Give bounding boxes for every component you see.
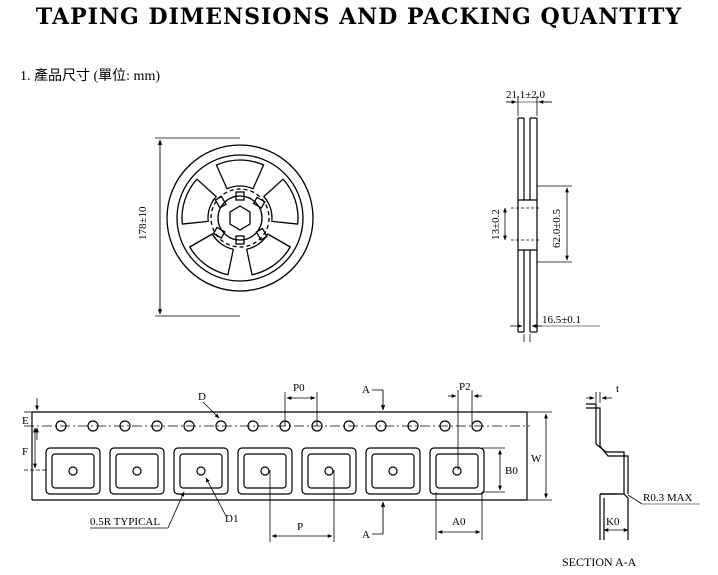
- pocket-outer: [173, 447, 229, 495]
- side-hub-label: 13±0.2: [490, 209, 502, 240]
- pocket-hole: [68, 466, 78, 476]
- pocket-outer: [301, 447, 357, 495]
- pocket-inner: [179, 453, 223, 489]
- reel-window: [263, 178, 299, 225]
- tape-label-d1: D1: [225, 513, 238, 525]
- pocket-hole: [324, 466, 334, 476]
- section-a-a: [586, 392, 700, 540]
- tape-label-a0: A0: [452, 516, 466, 528]
- side-width-label: 21.1±2.0: [506, 89, 546, 101]
- pocket-inner: [115, 453, 159, 489]
- sprocket-hole: [375, 420, 387, 432]
- pocket-outer: [237, 447, 293, 495]
- side-inner-label: 62.0±0.5: [551, 208, 563, 248]
- reel-height-label: 178±10: [137, 206, 149, 240]
- pocket-outer: [429, 447, 485, 495]
- tape-label-w: W: [531, 453, 542, 465]
- section-caption: SECTION A-A: [562, 555, 637, 569]
- reel-window: [246, 233, 291, 276]
- component-pockets: [45, 447, 485, 495]
- tape-label-e: E: [22, 415, 29, 427]
- side-slot-label: 16.5±0.1: [542, 314, 581, 326]
- pocket-hole: [388, 466, 398, 476]
- section-label-t: t: [616, 383, 619, 395]
- reel-side-view: [503, 96, 600, 342]
- sprocket-hole: [87, 420, 99, 432]
- pocket-hole: [260, 466, 270, 476]
- pocket-inner: [307, 453, 351, 489]
- tape-label-b0: B0: [505, 465, 518, 477]
- pocket-outer: [45, 447, 101, 495]
- sprocket-hole: [55, 420, 67, 432]
- tape-label-p2: P2: [459, 381, 471, 393]
- sprocket-hole: [247, 420, 259, 432]
- carrier-tape: [24, 389, 552, 542]
- pocket-inner: [243, 453, 287, 489]
- sprocket-hole: [151, 420, 163, 432]
- tape-label-f: F: [22, 446, 28, 458]
- pocket-inner: [51, 453, 95, 489]
- pocket-hole: [452, 466, 462, 476]
- sprocket-hole: [183, 420, 195, 432]
- tape-label-typical: 0.5R TYPICAL: [90, 516, 160, 528]
- pocket-inner: [435, 453, 479, 489]
- pocket-hole: [132, 466, 142, 476]
- sprocket-holes: [55, 420, 483, 432]
- sprocket-hole: [439, 420, 451, 432]
- tape-label-a-bottom: A: [362, 529, 370, 541]
- sprocket-hole: [215, 420, 227, 432]
- sprocket-hole: [343, 420, 355, 432]
- pocket-inner: [371, 453, 415, 489]
- section-label-r: R0.3 MAX: [643, 492, 693, 504]
- reel-window: [181, 178, 217, 225]
- tape-label-d: D: [198, 391, 206, 403]
- reel-front-view: [155, 137, 314, 317]
- sprocket-hole: [407, 420, 419, 432]
- reel-windows: [181, 159, 299, 276]
- pocket-outer: [109, 447, 165, 495]
- tape-label-p: P: [297, 521, 303, 533]
- page-title: TAPING DIMENSIONS AND PACKING QUANTITY: [35, 4, 683, 30]
- pocket-outer: [365, 447, 421, 495]
- reel-window: [189, 233, 234, 276]
- tape-label-a-top: A: [362, 384, 370, 396]
- section-label-k0: K0: [606, 516, 620, 528]
- reel-window: [215, 159, 265, 190]
- tape-label-p0: P0: [293, 382, 305, 394]
- units-subtitle: 1. 產品尺寸 (單位: mm): [20, 69, 160, 84]
- sprocket-hole: [119, 420, 131, 432]
- pocket-hole: [196, 466, 206, 476]
